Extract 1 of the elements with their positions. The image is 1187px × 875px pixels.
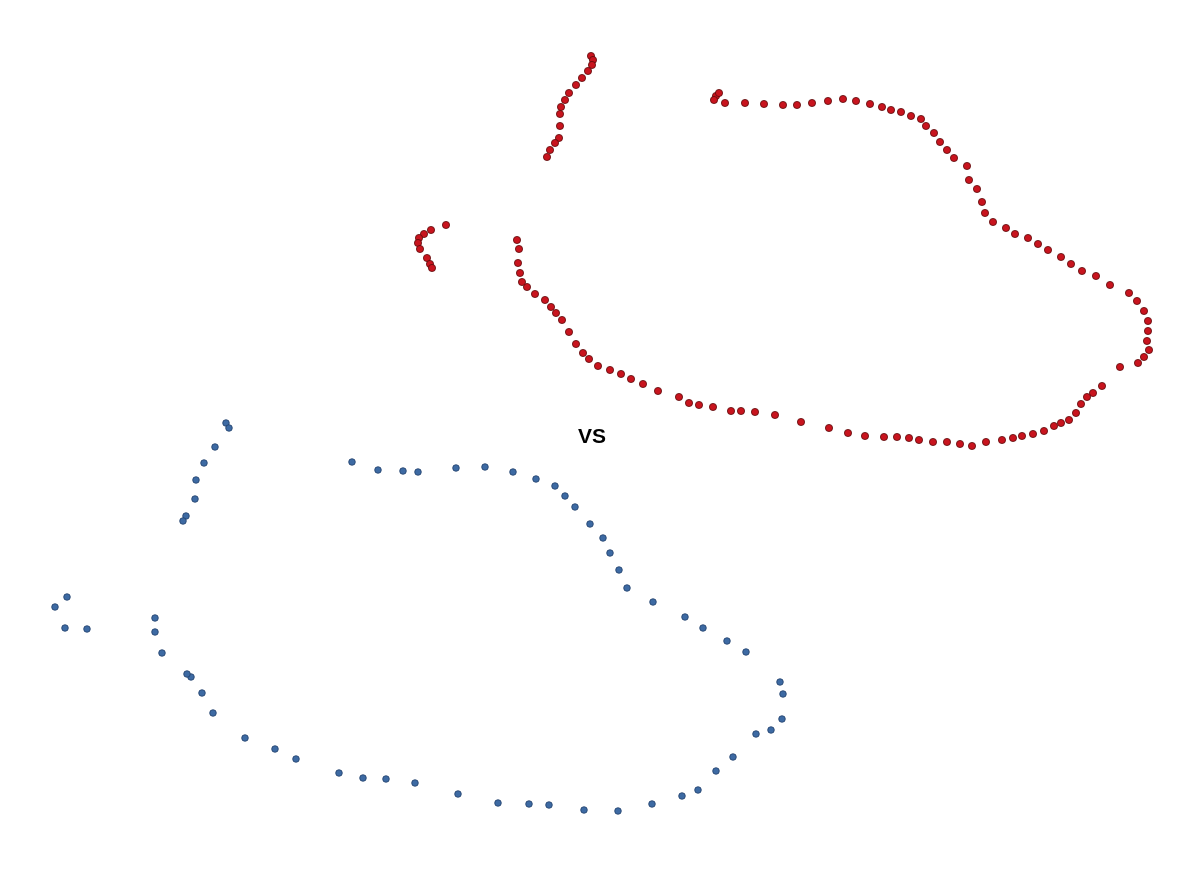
versus-label: VS bbox=[578, 425, 606, 446]
